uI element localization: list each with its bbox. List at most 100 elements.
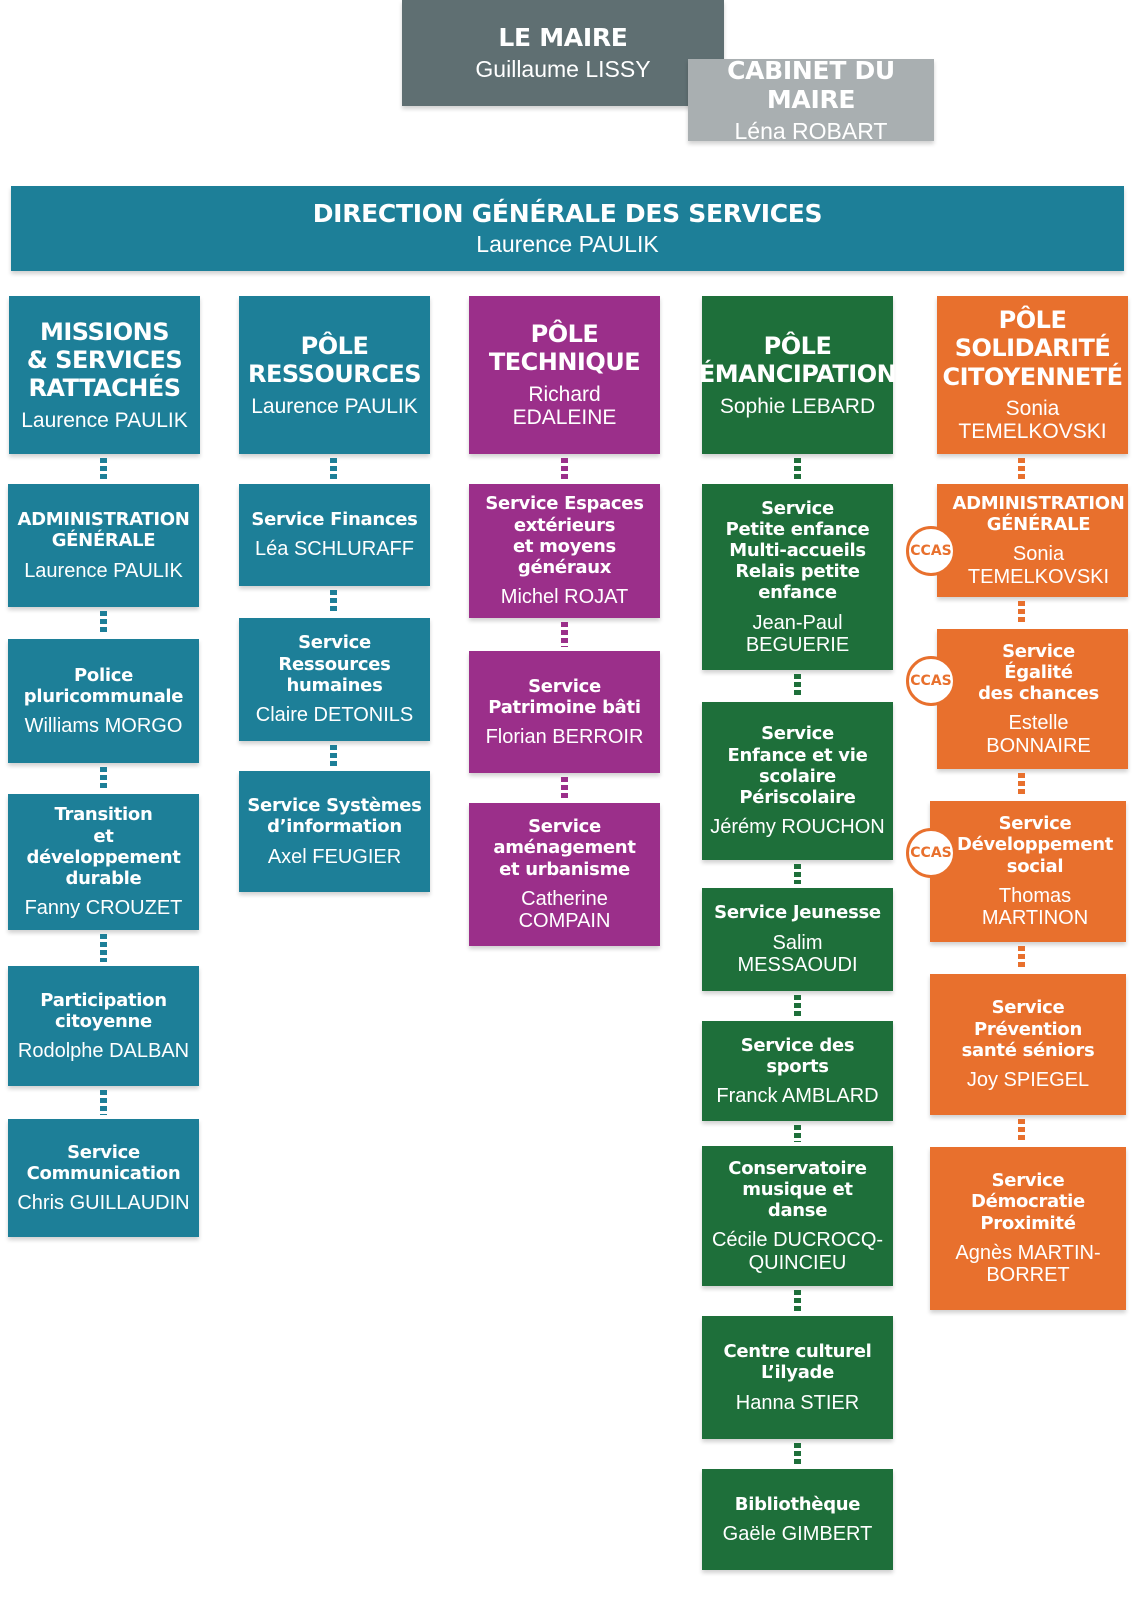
connector [330, 590, 337, 614]
item-title: Service Petite enfance Multi-accueils Re… [725, 497, 870, 604]
item-title: Service Communication [26, 1141, 181, 1184]
col-missions-item-2: Police pluricommunale Williams MORGO [8, 639, 199, 763]
item-person: Rodolphe DALBAN [17, 1040, 190, 1063]
item-person: Laurence PAULIK [24, 559, 183, 582]
connector [794, 674, 801, 698]
connector [100, 934, 107, 962]
connector [100, 611, 107, 635]
item-title: Centre culturel L’ilyade [723, 1341, 872, 1384]
item-person: Jean-Paul BEGUERIE [745, 611, 850, 657]
item-person: Salim MESSAOUDI [737, 931, 858, 977]
connector [1018, 458, 1025, 480]
ccas-badge: CCAS [906, 828, 956, 878]
item-person: Léa SCHLURAFF [255, 538, 414, 561]
connector [100, 767, 107, 790]
head-title: PÔLE ÉMANCIPATION [698, 331, 897, 389]
connector [1018, 773, 1025, 797]
col-solidarite-item-5: Service Démocratie Proximité Agnès MARTI… [930, 1147, 1126, 1310]
item-person: Hanna STIER [735, 1391, 860, 1414]
cabinet-name: Léna ROBART [734, 117, 888, 144]
item-person: Florian BERROIR [485, 726, 644, 749]
col-ressources-item-2: Service Ressources humaines Claire DETON… [239, 618, 430, 741]
head-title: PÔLE TECHNIQUE [488, 320, 641, 377]
connector [561, 458, 568, 480]
ccas-badge: CCAS [906, 526, 956, 576]
col-missions-item-1: ADMINISTRATION GÉNÉRALE Laurence PAULIK [8, 484, 199, 607]
head-person: Sonia TEMELKOVSKI [958, 396, 1107, 444]
connector [794, 1443, 801, 1465]
item-person: Thomas MARTINON [981, 884, 1089, 930]
connector [794, 1125, 801, 1142]
dgs-name: Laurence PAULIK [476, 231, 659, 258]
item-title: Transition et développement durable [26, 804, 181, 890]
item-title: Service Espaces extérieurs et moyens gén… [485, 493, 644, 579]
col-ressources-head: PÔLE RESSOURCES Laurence PAULIK [239, 296, 430, 454]
head-title: PÔLE SOLIDARITÉ CITOYENNETÉ [942, 306, 1123, 391]
col-emancipation-item-5: Conservatoire musique et danse Cécile DU… [702, 1146, 893, 1286]
connector [794, 1290, 801, 1312]
col-ressources-item-1: Service Finances Léa SCHLURAFF [239, 484, 430, 586]
item-person: Fanny CROUZET [24, 897, 183, 920]
item-title: Service Démocratie Proximité [971, 1170, 1085, 1234]
item-person: Gaële GIMBERT [722, 1522, 873, 1545]
col-technique-item-3: Service aménagement et urbanisme Catheri… [469, 803, 660, 946]
connector [330, 458, 337, 480]
connector [1018, 946, 1025, 970]
col-missions-item-4: Participation citoyenne Rodolphe DALBAN [8, 966, 199, 1086]
col-technique-head: PÔLE TECHNIQUE Richard EDALEINE [469, 296, 660, 454]
item-title: Service Prévention santé séniors [961, 997, 1095, 1061]
item-person: Chris GUILLAUDIN [17, 1192, 190, 1215]
item-title: Service Finances [251, 509, 418, 531]
item-person: Agnès MARTIN- BORRET [955, 1241, 1101, 1287]
item-title: Service Ressources humaines [278, 632, 391, 696]
item-title: Bibliothèque [734, 1493, 861, 1515]
item-person: Claire DETONILS [255, 704, 414, 727]
head-person: Laurence PAULIK [21, 408, 188, 432]
item-title: Service Développement social [956, 813, 1114, 877]
cabinet-box: CABINET DU MAIRE Léna ROBART [688, 55, 934, 143]
item-title: Service des sports [740, 1034, 855, 1077]
item-title: Participation citoyenne [40, 989, 167, 1032]
col-solidarite-item-3: Service Développement social Thomas MART… [930, 801, 1126, 942]
item-title: Service Jeunesse [714, 902, 881, 924]
item-person: Williams MORGO [24, 715, 183, 738]
connector [794, 995, 801, 1017]
col-emancipation-item-3: Service Jeunesse Salim MESSAOUDI [702, 888, 893, 991]
dgs-box: DIRECTION GÉNÉRALE DES SERVICES Laurence… [11, 186, 1124, 271]
col-emancipation-item-7: Bibliothèque Gaële GIMBERT [702, 1469, 893, 1570]
col-emancipation-item-6: Centre culturel L’ilyade Hanna STIER [702, 1316, 893, 1439]
item-person: Cécile DUCROCQ- QUINCIEU [711, 1229, 884, 1274]
col-emancipation-item-1: Service Petite enfance Multi-accueils Re… [702, 484, 893, 670]
item-person: Estelle BONNAIRE [986, 712, 1091, 757]
item-person: Michel ROJAT [500, 586, 629, 609]
item-person: Jérémy ROUCHON [710, 816, 885, 839]
item-title: Service Enfance et vie scolaire Périscol… [727, 723, 868, 809]
col-solidarite-item-1: ADMINISTRATION GÉNÉRALE Sonia TEMELKOVSK… [937, 484, 1128, 597]
item-person: Sonia TEMELKOVSKI [967, 543, 1110, 588]
mayor-title: LE MAIRE [498, 23, 628, 53]
item-title: ADMINISTRATION GÉNÉRALE [17, 509, 190, 552]
col-technique-item-1: Service Espaces extérieurs et moyens gén… [469, 484, 660, 618]
item-title: Conservatoire musique et danse [728, 1157, 867, 1222]
connector [794, 458, 801, 480]
item-person: Catherine COMPAIN [518, 887, 611, 933]
item-person: Joy SPIEGEL [966, 1069, 1090, 1092]
col-ressources-item-3: Service Systèmes d’information Axel FEUG… [239, 771, 430, 892]
col-emancipation-item-4: Service des sports Franck AMBLARD [702, 1021, 893, 1121]
col-solidarite-item-2: Service Égalité des chances Estelle BONN… [937, 629, 1128, 769]
col-missions-item-3: Transition et développement durable Fann… [8, 794, 199, 930]
head-title: PÔLE RESSOURCES [247, 331, 422, 389]
connector [561, 622, 568, 647]
item-title: Police pluricommunale [23, 664, 184, 707]
col-missions-item-5: Service Communication Chris GUILLAUDIN [8, 1119, 199, 1237]
item-title: Service Systèmes d’information [247, 795, 422, 838]
item-title: Service Patrimoine bâti [488, 675, 641, 718]
head-person: Richard EDALEINE [512, 382, 617, 430]
connector [1018, 601, 1025, 625]
item-title: ADMINISTRATION GÉNÉRALE [952, 492, 1125, 536]
dgs-title: DIRECTION GÉNÉRALE DES SERVICES [312, 198, 823, 228]
connector [794, 864, 801, 884]
cabinet-title: CABINET DU MAIRE [727, 55, 895, 115]
head-person: Laurence PAULIK [251, 394, 418, 418]
item-title: Service Égalité des chances [978, 640, 1099, 705]
